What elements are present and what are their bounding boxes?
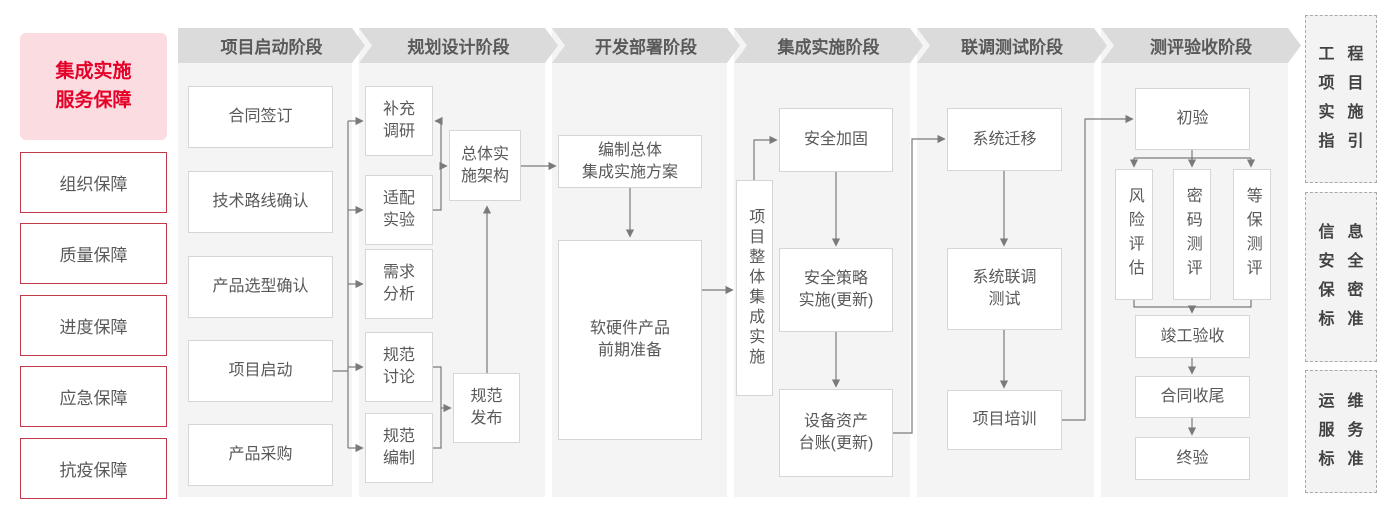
node-pre-preparation: 软硬件产品 前期准备 [558,240,702,440]
phase-header-integration-impl: 集成实施阶段 [734,28,923,63]
standard-box-ops-service: 运维 服务 标准 [1305,370,1377,493]
node-security-hardening: 安全加固 [779,108,893,172]
node-product-selection-confirm: 产品选型确认 [188,256,333,318]
phase-header-eval-acceptance: 测评验收阶段 [1101,28,1301,63]
node-supplementary-research: 补充 调研 [365,86,433,156]
sidebar-title: 集成实施 服务保障 [20,33,167,140]
node-system-migration: 系统迁移 [947,108,1062,171]
node-product-procurement: 产品采购 [188,424,333,486]
standard-label: 运维 服务 标准 [1318,393,1377,468]
sidebar-item-organization: 组织保障 [20,152,167,213]
sidebar-item-schedule: 进度保障 [20,295,167,356]
node-security-policy: 安全策略 实施(更新) [779,248,893,332]
standard-label: 信息 安全 保密 标准 [1318,224,1377,328]
node-contract-signing: 合同签订 [188,86,333,148]
node-spec-compilation: 规范 编制 [365,413,433,483]
node-adaptation-experiment: 适配 实验 [365,175,433,245]
node-overall-integration: 项目整体集成实施 [736,180,773,396]
node-completion-acceptance: 竣工验收 [1135,315,1250,358]
standard-label: 工程 项目 实施 指引 [1318,46,1377,150]
node-joint-testing: 系统联调 测试 [947,248,1062,330]
node-spec-release: 规范 发布 [453,373,520,443]
standard-box-infosec-confidentiality: 信息 安全 保密 标准 [1305,192,1377,362]
standard-box-engineering-guide: 工程 项目 实施 指引 [1305,15,1377,183]
node-initial-acceptance: 初验 [1135,88,1250,150]
node-risk-assessment: 风险评估 [1115,169,1153,300]
sidebar-item-epidemic: 抗疫保障 [20,438,167,499]
node-requirement-analysis: 需求 分析 [365,249,433,319]
sidebar-item-quality: 质量保障 [20,223,167,284]
phase-header-project-kickoff: 项目启动阶段 [178,28,365,63]
phase-header-joint-debug-test: 联调测试阶段 [917,28,1107,63]
node-overall-impl-architecture: 总体实 施架构 [449,130,521,201]
node-contract-closure: 合同收尾 [1135,376,1250,418]
node-spec-discussion: 规范 讨论 [365,332,433,402]
sidebar-item-emergency: 应急保障 [20,366,167,427]
node-asset-ledger: 设备资产 台账(更新) [779,389,893,477]
node-mlps-evaluation: 等保测评 [1233,169,1271,300]
node-overall-plan: 编制总体 集成实施方案 [558,135,702,188]
node-project-kickoff: 项目启动 [188,340,333,402]
node-tech-route-confirm: 技术路线确认 [188,171,333,233]
phase-header-dev-deploy: 开发部署阶段 [552,28,740,63]
node-project-training: 项目培训 [947,390,1062,450]
phase-header-planning-design: 规划设计阶段 [359,28,558,63]
node-final-acceptance: 终验 [1135,437,1250,480]
node-crypto-evaluation: 密码测评 [1173,169,1211,300]
